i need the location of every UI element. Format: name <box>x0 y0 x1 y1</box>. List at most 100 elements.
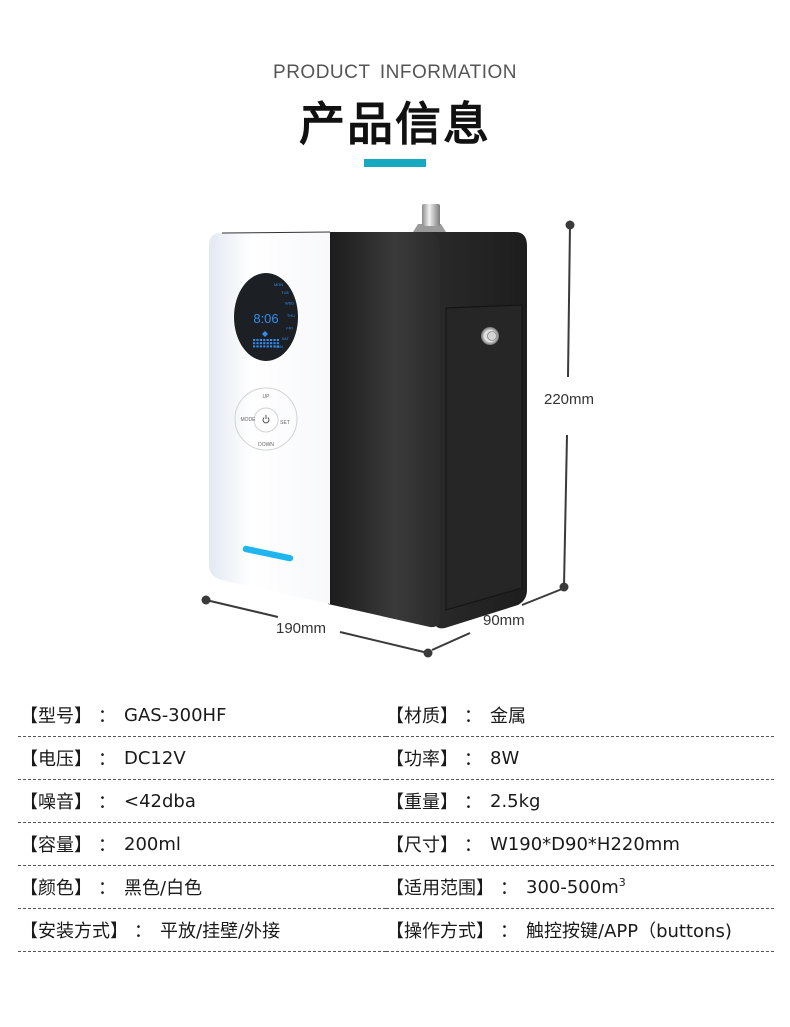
display-level-segment <box>259 339 262 341</box>
spec-colon: ： <box>464 835 482 856</box>
spec-item: 【安装方式】 ： 平放/挂壁/外接 <box>18 909 386 952</box>
display-level-segment <box>276 342 279 345</box>
spec-label: 【尺寸】 <box>386 835 458 856</box>
spec-value: 黑色/白色 <box>124 874 202 900</box>
display-level-segment <box>253 342 256 345</box>
spec-label: 【重量】 <box>386 792 458 813</box>
spec-colon: ： <box>500 878 518 899</box>
spec-label: 【噪音】 <box>20 792 92 813</box>
display-level-segment <box>259 342 262 345</box>
display-level-segment <box>276 339 279 341</box>
display-level-segment <box>256 345 259 348</box>
display-level-segment <box>270 345 273 348</box>
display-level-segment <box>256 342 259 345</box>
spec-value-text: 8W <box>490 747 520 769</box>
spec-item: 【重量】 ： 2.5kg <box>386 780 774 823</box>
dimension-width-label: 190mm <box>276 620 327 637</box>
spec-row: 【电压】 ： DC12V 【功率】 ： 8W <box>18 737 774 780</box>
spec-value-text: <42dba <box>124 790 196 812</box>
spec-value-text: 2.5kg <box>490 790 541 812</box>
display-time: 8:06 <box>253 311 278 326</box>
spec-label: 【颜色】 <box>20 878 92 899</box>
spec-value-text: 300-500m <box>526 876 619 898</box>
display-level-segment <box>263 342 266 345</box>
specs-table: 【型号】：GAS-300HF【材质】：金属【电压】：DC12V【功率】：8W【噪… <box>18 694 774 952</box>
display-level-segment <box>253 345 256 348</box>
spec-item: 【操作方式】 ： 触控按键/APP（buttons) <box>386 909 774 952</box>
display-level-segment <box>270 339 273 341</box>
display-level-segment <box>253 339 256 341</box>
display-day-label: FRI <box>286 325 292 330</box>
spec-value: 平放/挂壁/外接 <box>160 917 280 943</box>
display-level-segment <box>263 339 266 341</box>
spec-value-text: 金属 <box>490 706 526 727</box>
display-day-label: MON <box>274 282 283 287</box>
spec-colon: ： <box>98 749 116 770</box>
spec-value-text: GAS-300HF <box>124 704 227 726</box>
dimension-depth-line <box>431 588 563 651</box>
display-day-label: WED <box>285 301 294 306</box>
display-level-segment <box>263 345 266 348</box>
spec-item: 【适用范围】 ： 300-500m3 <box>386 866 774 909</box>
spec-value: 8W <box>490 748 519 769</box>
spec-label: 【功率】 <box>386 749 458 770</box>
spec-value: 触控按键/APP（buttons) <box>526 917 732 943</box>
display-level-segment <box>273 339 276 341</box>
spec-colon: ： <box>98 835 116 856</box>
control-pad[interactable]: UP DOWN MODE SET <box>234 387 298 451</box>
title-accent-bar <box>364 159 426 167</box>
spec-colon: ： <box>98 878 116 899</box>
spec-value-text: 黑色/白色 <box>124 878 203 899</box>
spec-value: DC12V <box>124 748 186 769</box>
side-door <box>445 304 523 611</box>
side-knob-icon <box>481 327 499 345</box>
spec-row: 【型号】：GAS-300HF【材质】：金属 <box>18 694 774 737</box>
button-down: DOWN <box>258 442 274 448</box>
dimension-height-label: 220mm <box>544 391 595 408</box>
spec-label: 【材质】 <box>386 706 458 727</box>
spec-value: GAS-300HF <box>124 705 226 726</box>
spec-row: 【噪音】 ： <42dba 【重量】 ： 2.5kg <box>18 780 774 823</box>
display-level-segment <box>266 342 269 345</box>
spec-label: 【电压】 <box>20 749 92 770</box>
display-day-label: THU <box>287 313 295 318</box>
display-level-segment <box>270 342 273 345</box>
display-level-segment <box>256 339 259 341</box>
dimension-height-line <box>559 220 575 592</box>
display-level-segment <box>266 345 269 348</box>
spec-colon: ： <box>98 792 116 813</box>
spec-item: 【容量】：200ml <box>18 823 386 866</box>
display-day-label: SAT <box>281 336 289 341</box>
display-level-segment <box>259 345 262 348</box>
dimension-depth-label: 90mm <box>483 612 525 629</box>
spec-value-text: W190*D90*H220mm <box>490 833 680 855</box>
spec-colon: ： <box>464 706 482 727</box>
spec-item: 【尺寸】 ： W190*D90*H220mm <box>386 823 774 866</box>
spec-label: 【适用范围】 <box>386 878 494 899</box>
display-level-segment <box>273 345 276 348</box>
device-front-black <box>328 232 440 628</box>
spec-value: 金属 <box>490 702 526 728</box>
spec-value-text: DC12V <box>124 747 186 769</box>
spec-row: 【容量】：200ml【尺寸】 ： W190*D90*H220mm <box>18 823 774 866</box>
spec-item: 【颜色】 ： 黑色/白色 <box>18 866 386 909</box>
spec-colon: ： <box>464 792 482 813</box>
display-level-segment <box>276 345 279 348</box>
spec-label: 【操作方式】 <box>386 921 494 942</box>
section-subtitle: PRODUCT INFORMATION <box>273 62 517 83</box>
display-level-segment <box>273 342 276 345</box>
spec-colon: ： <box>500 921 518 942</box>
spec-colon: ： <box>464 749 482 770</box>
lcd-display: 8:06 MONTUEWEDTHUFRISATSUN <box>234 273 298 361</box>
spec-item: 【噪音】 ： <42dba <box>18 780 386 823</box>
spec-value-text: 平放/挂壁/外接 <box>160 921 281 942</box>
display-day-label: TUE <box>281 290 289 295</box>
button-mode: MODE <box>241 417 257 423</box>
spec-value-superscript: 3 <box>618 875 626 889</box>
spec-row: 【安装方式】 ： 平放/挂壁/外接 【操作方式】 ： 触控按键/APP（buttons) <box>18 909 774 952</box>
spec-colon: ： <box>134 921 152 942</box>
spec-label: 【安装方式】 <box>20 921 128 942</box>
spec-value: 2.5kg <box>490 791 540 812</box>
spec-value: W190*D90*H220mm <box>490 834 680 855</box>
spec-value-text: 触控按键/APP（buttons) <box>526 921 732 942</box>
